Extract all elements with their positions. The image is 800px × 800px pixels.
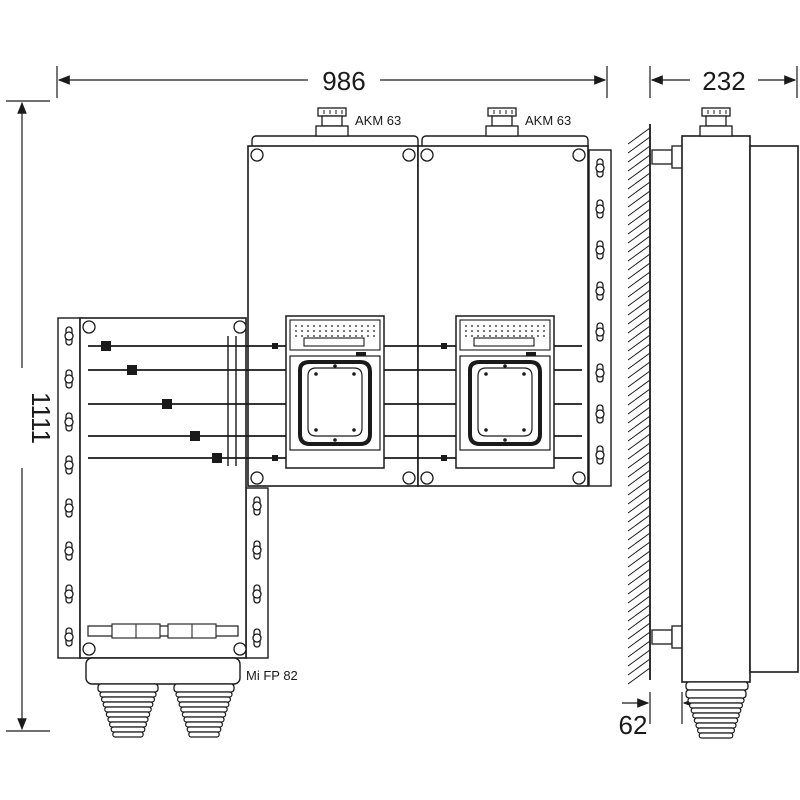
switch-disconnector-right-icon: [455, 315, 555, 469]
rail-slot-hole: [64, 546, 74, 556]
rail-slot-hole: [64, 460, 74, 470]
bellows-gland-right-icon: [173, 683, 235, 738]
mount-offset-dimension: 62: [619, 692, 700, 740]
base-box: [57, 317, 269, 685]
rail-slot-hole: [595, 327, 605, 337]
cable-gland-right-label: AKM 63: [525, 113, 571, 128]
cable-gland-left-icon: [315, 107, 349, 137]
rail-slot-hole: [252, 545, 262, 555]
rail-slot-hole: [252, 633, 262, 643]
depth-value: 232: [702, 66, 745, 96]
height-dimension: 1111: [6, 100, 56, 732]
wall-hatching: [627, 124, 651, 685]
depth-dimension: 232: [649, 66, 798, 98]
switch-disconnector-left-icon: [285, 315, 385, 469]
mounting-rail-left: [57, 317, 81, 659]
rail-slot-hole: [595, 204, 605, 214]
side-view-enclosure: [651, 135, 799, 691]
rail-slot-hole: [595, 245, 605, 255]
rail-slot-hole: [595, 286, 605, 296]
mount-offset-value: 62: [619, 710, 648, 740]
rail-slot-hole: [64, 331, 74, 341]
side-cable-gland-icon: [699, 107, 733, 137]
bellows-gland-left-icon: [97, 683, 159, 738]
cable-gland-left-label: AKM 63: [355, 113, 401, 128]
cable-gland-right-icon: [485, 107, 519, 137]
rail-slot-hole: [595, 368, 605, 378]
base-box-label: Mi FP 82: [246, 668, 298, 683]
width-dimension: 986: [56, 66, 608, 98]
rail-slot-hole: [64, 632, 74, 642]
width-value: 986: [322, 66, 365, 96]
rail-slot-hole: [595, 409, 605, 419]
rail-slot-hole: [64, 374, 74, 384]
rail-slot-hole: [252, 589, 262, 599]
height-value: 1111: [26, 392, 56, 444]
rail-slot-hole: [595, 163, 605, 173]
rail-slot-hole: [252, 501, 262, 511]
mounting-rail-upper: [588, 149, 612, 487]
rail-slot-hole: [64, 417, 74, 427]
rail-slot-hole: [595, 450, 605, 460]
rail-slot-hole: [64, 503, 74, 513]
rail-slot-hole: [64, 589, 74, 599]
side-bellows-gland-icon: [685, 689, 747, 739]
